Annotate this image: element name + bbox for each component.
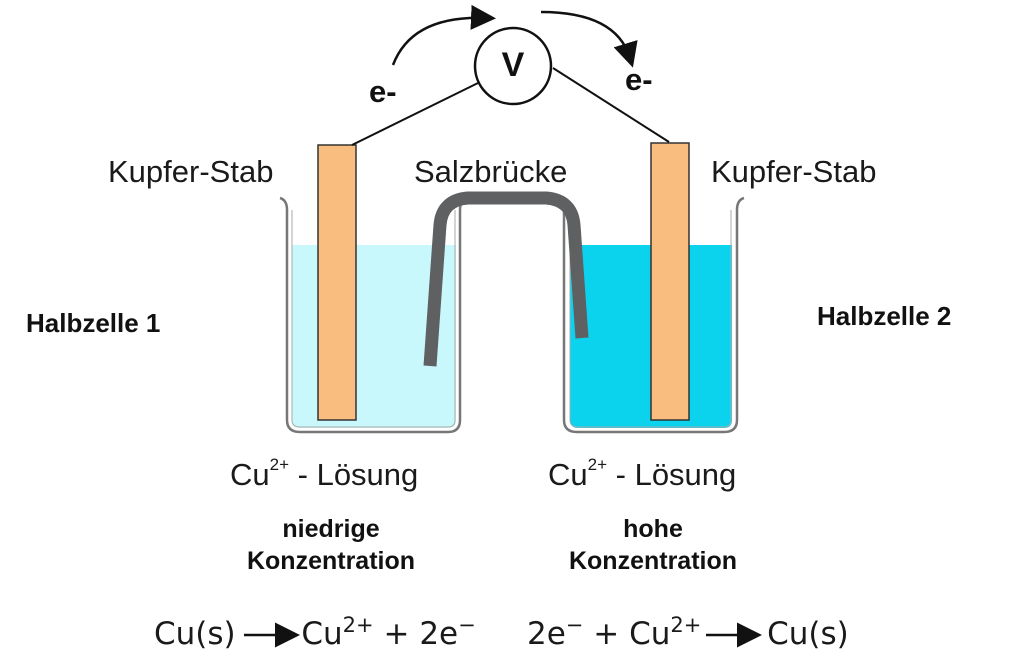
electron-arrow-right <box>540 10 638 68</box>
eq-right-electrons: 2e <box>527 616 566 652</box>
half-cell-label-right: Halbzelle 2 <box>817 301 952 331</box>
solution-right-charge: 2+ <box>587 455 608 474</box>
eq-right-reactant-ion: Cu <box>629 616 671 652</box>
salt-bridge-label: Salzbrücke <box>414 154 568 189</box>
electron-label-left: e- <box>369 74 397 109</box>
wire-right <box>552 67 670 143</box>
eq-left-arrow-space <box>246 625 292 639</box>
solution-right-ion: Cu <box>548 457 588 492</box>
electron-label-right: e- <box>625 62 653 97</box>
solution-right-text: - Lösung <box>607 457 737 492</box>
equation-reduction: 2e− + Cu2+ Cu(s) <box>527 613 849 652</box>
rod-label-right: Kupfer-Stab <box>711 154 877 189</box>
rod-label-left: Kupfer-Stab <box>108 154 274 189</box>
eq-right-electron-charge: − <box>565 613 584 637</box>
copper-rod-left <box>317 144 357 421</box>
solution-label-left: Cu2+ - Lösung <box>230 455 418 493</box>
eq-right-arrow-space <box>711 625 757 639</box>
solution-label-right: Cu2+ - Lösung <box>548 455 736 493</box>
eq-left-product-charge: 2+ <box>342 613 374 637</box>
eq-right-product: Cu(s) <box>767 616 849 652</box>
solution-left-charge: 2+ <box>269 455 290 474</box>
solution-left-text: - Lösung <box>289 457 419 492</box>
wire-left <box>351 82 479 146</box>
solution-left-ion: Cu <box>230 457 270 492</box>
concentration-left-line2: Konzentration <box>246 547 416 575</box>
copper-rod-right <box>650 142 690 421</box>
concentration-left-line1: niedrige <box>282 515 380 543</box>
voltmeter-symbol: V <box>501 46 525 84</box>
concentration-label-left: niedrige Konzentration <box>226 513 436 577</box>
eq-left-plus: + <box>373 616 420 652</box>
concentration-label-right: hohe Konzentration <box>548 513 758 577</box>
eq-right-reactant-charge: 2+ <box>670 613 702 637</box>
eq-left-electrons: 2e <box>419 616 459 652</box>
concentration-right-line2: Konzentration <box>568 547 738 575</box>
eq-left-electron-charge: − <box>458 613 476 637</box>
concentration-right-line1: hohe <box>623 515 683 543</box>
voltmeter <box>473 26 553 106</box>
equation-oxidation: Cu(s) Cu2+ + 2e− <box>154 613 476 652</box>
eq-left-product-ion: Cu <box>301 616 343 652</box>
eq-right-plus: + <box>583 616 630 652</box>
electron-arrow-left <box>391 4 496 66</box>
half-cell-label-left: Halbzelle 1 <box>26 308 161 338</box>
salt-bridge <box>423 191 589 367</box>
eq-left-reactant: Cu(s) <box>154 616 236 652</box>
